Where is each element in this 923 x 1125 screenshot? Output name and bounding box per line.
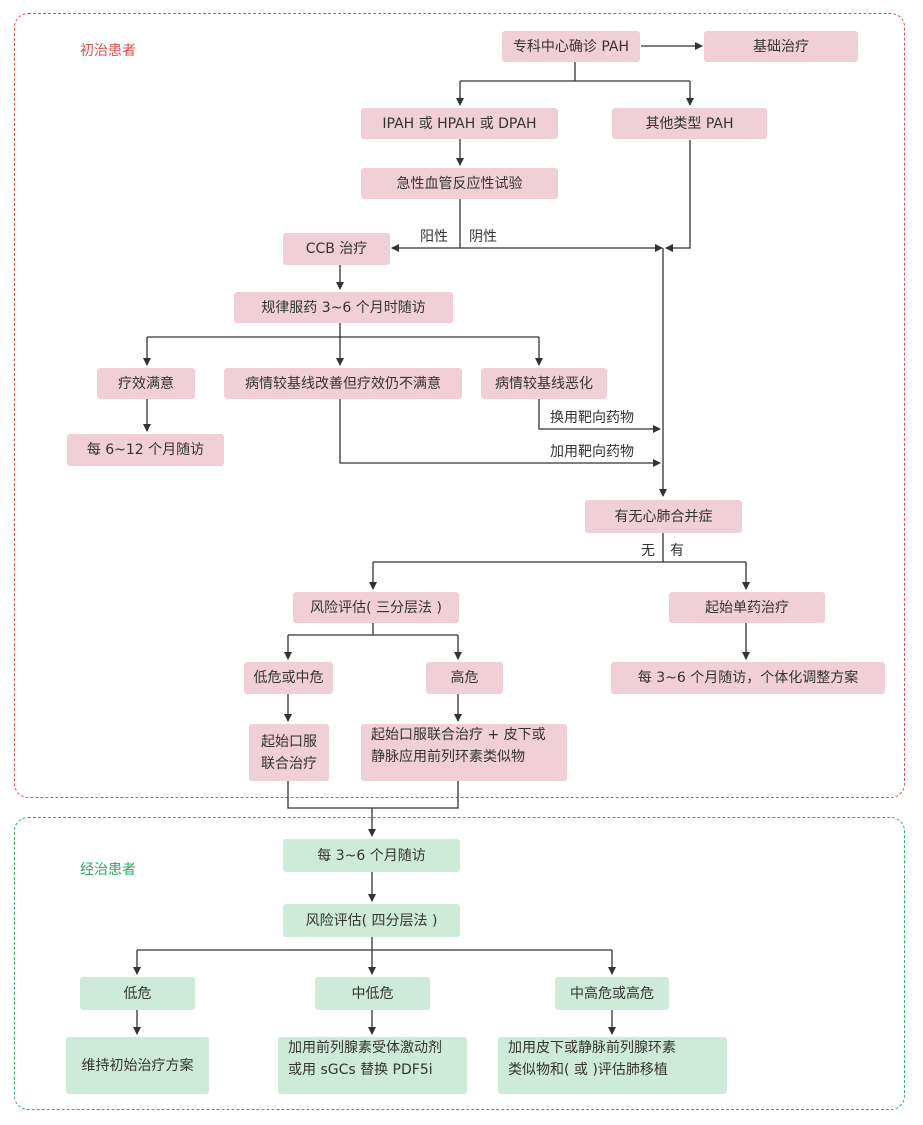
node-diagnosis: 专科中心确诊 PAH bbox=[502, 31, 640, 62]
node-vaso-test: 急性血管反应性试验 bbox=[361, 168, 558, 199]
node-mono-start: 起始单药治疗 bbox=[669, 592, 825, 623]
node-improved-unsatisfied-text: 病情较基线改善但疗效仍不满意 bbox=[245, 375, 441, 392]
node-regular-followup-text: 规律服药 3~6 个月时随访 bbox=[261, 299, 426, 316]
node-followup-6-12: 每 6~12 个月随访 bbox=[67, 434, 224, 466]
node-risk-three-text: 风险评估( 三分层法 ) bbox=[310, 599, 442, 616]
node-risk-three: 风险评估( 三分层法 ) bbox=[293, 592, 459, 623]
node-risk-four-text: 风险评估( 四分层法 ) bbox=[305, 912, 438, 929]
node-sc-prostacyclin: 加用皮下或静脉前列腺环素 类似物和( 或 )评估肺移植 bbox=[498, 1037, 727, 1094]
node-low-mid-text: 低危或中危 bbox=[253, 670, 324, 686]
node-regular-followup: 规律服药 3~6 个月时随访 bbox=[234, 292, 453, 323]
node-other-pah: 其他类型 PAH bbox=[612, 108, 767, 139]
node-ccb-text: CCB 治疗 bbox=[305, 241, 368, 257]
node-mid-low-text: 中低危 bbox=[351, 985, 394, 1002]
node-oral-combo-line1: 起始口服 bbox=[261, 733, 317, 750]
node-maintain: 维持初始治疗方案 bbox=[66, 1037, 209, 1094]
node-cor-pulmonale-text: 有无心肺合并症 bbox=[614, 508, 713, 525]
node-other-pah-text: 其他类型 PAH bbox=[645, 115, 734, 132]
node-mid-high-text: 中高危或高危 bbox=[570, 985, 654, 1002]
label-negative: 阴性 bbox=[469, 229, 497, 245]
treated-patients-region bbox=[14, 817, 905, 1110]
node-mid-high: 中高危或高危 bbox=[555, 977, 669, 1010]
treated-patients-label: 经治患者 bbox=[80, 862, 136, 878]
label-positive: 阳性 bbox=[420, 229, 448, 245]
node-oral-iv-line2: 静脉应用前列环素类似物 bbox=[371, 749, 525, 765]
node-ip-agonist-line1: 加用前列腺素受体激动剂 bbox=[288, 1040, 442, 1056]
node-basic-treatment: 基础治疗 bbox=[704, 31, 858, 62]
node-oral-combo-line2: 联合治疗 bbox=[261, 755, 317, 772]
node-ip-agonist-line2: 或用 sGCs 替换 PDF5i bbox=[288, 1062, 433, 1078]
node-ccb: CCB 治疗 bbox=[283, 233, 390, 265]
node-low-mid: 低危或中危 bbox=[244, 662, 333, 694]
node-mid-low: 中低危 bbox=[315, 977, 430, 1010]
node-diagnosis-text: 专科中心确诊 PAH bbox=[512, 38, 630, 55]
node-oral-iv: 起始口服联合治疗 + 皮下或 静脉应用前列环素类似物 bbox=[361, 724, 567, 781]
edge-worsened-switch bbox=[538, 399, 661, 433]
node-high: 高危 bbox=[426, 662, 503, 694]
node-followup-individual-text: 每 3~6 个月随访，个体化调整方案 bbox=[637, 670, 859, 686]
node-oral-iv-line1: 起始口服联合治疗 + 皮下或 bbox=[371, 727, 546, 743]
node-followup-6-12-text: 每 6~12 个月随访 bbox=[86, 442, 205, 458]
edge-merge bbox=[287, 781, 459, 809]
node-improved-unsatisfied: 病情较基线改善但疗效仍不满意 bbox=[224, 368, 462, 399]
edge-improved-add bbox=[339, 399, 661, 467]
node-sc-prostacyclin-line1: 加用皮下或静脉前列腺环素 bbox=[508, 1040, 676, 1056]
label-has: 有 bbox=[670, 543, 684, 559]
label-none: 无 bbox=[641, 543, 655, 559]
node-sc-prostacyclin-line2: 类似物和( 或 )评估肺移植 bbox=[508, 1062, 668, 1078]
node-worsened-text: 病情较基线恶化 bbox=[495, 375, 593, 392]
node-mono-start-text: 起始单药治疗 bbox=[705, 599, 789, 616]
node-worsened: 病情较基线恶化 bbox=[481, 368, 607, 399]
label-switch-target: 换用靶向药物 bbox=[550, 410, 634, 426]
node-satisfied: 疗效满意 bbox=[97, 368, 195, 399]
node-low-text: 低危 bbox=[123, 985, 152, 1002]
node-maintain-text: 维持初始治疗方案 bbox=[81, 1057, 194, 1074]
node-followup-3-6-text: 每 3~6 个月随访 bbox=[317, 847, 426, 864]
node-low: 低危 bbox=[80, 977, 195, 1010]
node-ipah: IPAH 或 HPAH 或 DPAH bbox=[361, 108, 558, 139]
node-followup-3-6: 每 3~6 个月随访 bbox=[283, 839, 460, 872]
node-high-text: 高危 bbox=[450, 670, 479, 686]
node-cor-pulmonale: 有无心肺合并症 bbox=[585, 500, 742, 533]
label-add-target: 加用靶向药物 bbox=[550, 444, 634, 460]
initial-patients-label: 初治患者 bbox=[80, 43, 136, 59]
node-vaso-test-text: 急性血管反应性试验 bbox=[396, 175, 523, 192]
initial-patients-region bbox=[14, 13, 905, 798]
node-basic-treatment-text: 基础治疗 bbox=[753, 38, 809, 55]
node-risk-four: 风险评估( 四分层法 ) bbox=[283, 904, 460, 937]
edge-other-main bbox=[665, 140, 691, 252]
node-satisfied-text: 疗效满意 bbox=[118, 375, 174, 392]
node-oral-combo: 起始口服 联合治疗 bbox=[249, 724, 329, 781]
node-ip-agonist: 加用前列腺素受体激动剂 或用 sGCs 替换 PDF5i bbox=[278, 1037, 467, 1094]
node-ipah-text: IPAH 或 HPAH 或 DPAH bbox=[382, 115, 537, 132]
node-followup-individual: 每 3~6 个月随访，个体化调整方案 bbox=[611, 662, 885, 694]
